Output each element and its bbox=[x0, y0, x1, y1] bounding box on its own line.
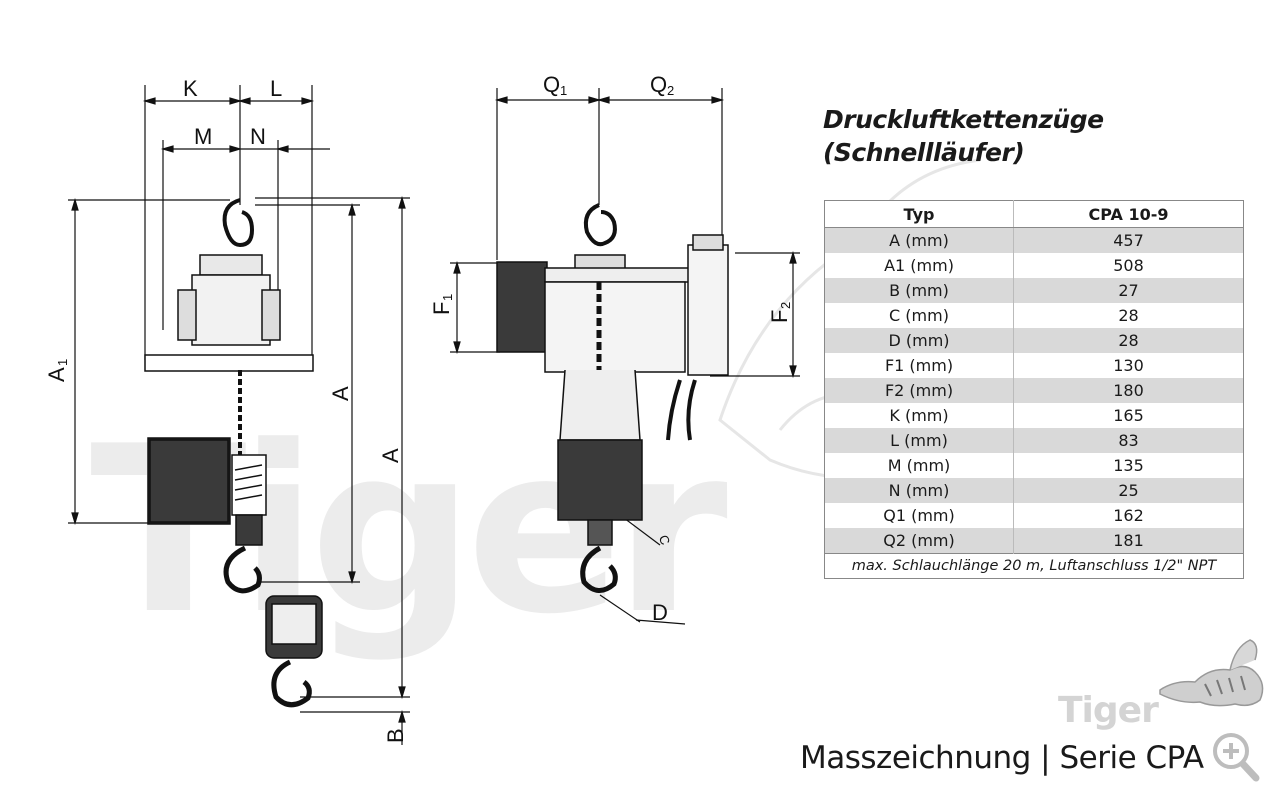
row-label: B (mm) bbox=[824, 278, 1014, 303]
table-row: Q1 (mm)162 bbox=[824, 503, 1244, 528]
label-q2: Q bbox=[650, 72, 667, 97]
spec-table: Typ CPA 10-9 A (mm)457 A1 (mm)508 B (mm)… bbox=[824, 200, 1244, 579]
zoom-button[interactable] bbox=[1210, 730, 1260, 782]
label-a-inner: A bbox=[328, 386, 353, 401]
brand-text: Tiger bbox=[1058, 690, 1159, 731]
table-row: B (mm)27 bbox=[824, 278, 1244, 303]
table-row: N (mm)25 bbox=[824, 478, 1244, 503]
row-value: 28 bbox=[1013, 328, 1244, 353]
row-value: 28 bbox=[1013, 303, 1244, 328]
row-label: Q2 (mm) bbox=[824, 528, 1014, 554]
label-f1-sub: 1 bbox=[440, 294, 455, 301]
table-row: M (mm)135 bbox=[824, 453, 1244, 478]
row-label: L (mm) bbox=[824, 428, 1014, 453]
zoom-in-icon bbox=[1213, 733, 1260, 782]
row-label: M (mm) bbox=[824, 453, 1014, 478]
row-label: C (mm) bbox=[824, 303, 1014, 328]
row-value: 165 bbox=[1013, 403, 1244, 428]
row-value: 457 bbox=[1013, 227, 1244, 253]
row-value: 508 bbox=[1013, 253, 1244, 278]
brand-logo: Tiger bbox=[1058, 690, 1198, 732]
label-a-outer: A bbox=[378, 448, 403, 463]
label-d: D bbox=[652, 600, 668, 625]
label-n: N bbox=[250, 124, 266, 149]
label-q1-sub: 1 bbox=[560, 83, 567, 98]
table-row: D (mm)28 bbox=[824, 328, 1244, 353]
row-label: A (mm) bbox=[824, 227, 1014, 253]
table-row: L (mm)83 bbox=[824, 428, 1244, 453]
row-label: N (mm) bbox=[824, 478, 1014, 503]
table-note: max. Schlauchlänge 20 m, Luftanschluss 1… bbox=[824, 553, 1244, 579]
tiger-logo-icon bbox=[1159, 639, 1264, 707]
label-q2-sub: 2 bbox=[667, 83, 674, 98]
row-label: K (mm) bbox=[824, 403, 1014, 428]
table-row: A (mm)457 bbox=[824, 227, 1244, 253]
label-b: B bbox=[383, 728, 408, 743]
table-row: C (mm)28 bbox=[824, 303, 1244, 328]
title-line-1: Druckluftkettenzüge bbox=[823, 105, 1104, 134]
row-label: F1 (mm) bbox=[824, 353, 1014, 378]
row-value: 180 bbox=[1013, 378, 1244, 403]
table-row: A1 (mm)508 bbox=[824, 253, 1244, 278]
table-row: F2 (mm)180 bbox=[824, 378, 1244, 403]
label-a1-sub: 1 bbox=[55, 359, 70, 366]
row-value: 162 bbox=[1013, 503, 1244, 528]
label-f2: F bbox=[767, 310, 792, 323]
table-row: K (mm)165 bbox=[824, 403, 1244, 428]
table-note-row: max. Schlauchlänge 20 m, Luftanschluss 1… bbox=[824, 553, 1244, 579]
header-type: Typ bbox=[824, 200, 1014, 228]
label-m: M bbox=[194, 124, 212, 149]
label-l: L bbox=[270, 76, 282, 101]
page-title: Druckluftkettenzüge (Schnellläufer) bbox=[823, 103, 1243, 169]
row-label: A1 (mm) bbox=[824, 253, 1014, 278]
header-model: CPA 10-9 bbox=[1013, 200, 1244, 228]
label-f2-sub: 2 bbox=[778, 302, 793, 309]
title-line-2: (Schnellläufer) bbox=[823, 138, 1025, 167]
table-row: F1 (mm)130 bbox=[824, 353, 1244, 378]
hoist-side-view bbox=[144, 198, 323, 708]
table-row: Q2 (mm)181 bbox=[824, 528, 1244, 554]
label-k: K bbox=[183, 76, 198, 101]
label-f1: F bbox=[429, 302, 454, 315]
row-label: D (mm) bbox=[824, 328, 1014, 353]
row-value: 27 bbox=[1013, 278, 1244, 303]
row-value: 135 bbox=[1013, 453, 1244, 478]
row-value: 83 bbox=[1013, 428, 1244, 453]
label-a1: A bbox=[44, 367, 69, 382]
row-value: 25 bbox=[1013, 478, 1244, 503]
hoist-front-view bbox=[496, 203, 729, 593]
row-value: 130 bbox=[1013, 353, 1244, 378]
row-label: Q1 (mm) bbox=[824, 503, 1014, 528]
row-value: 181 bbox=[1013, 528, 1244, 554]
row-label: F2 (mm) bbox=[824, 378, 1014, 403]
table-header-row: Typ CPA 10-9 bbox=[824, 200, 1244, 228]
footer-caption: Masszeichnung | Serie CPA bbox=[800, 740, 1204, 776]
label-q1: Q bbox=[543, 72, 560, 97]
